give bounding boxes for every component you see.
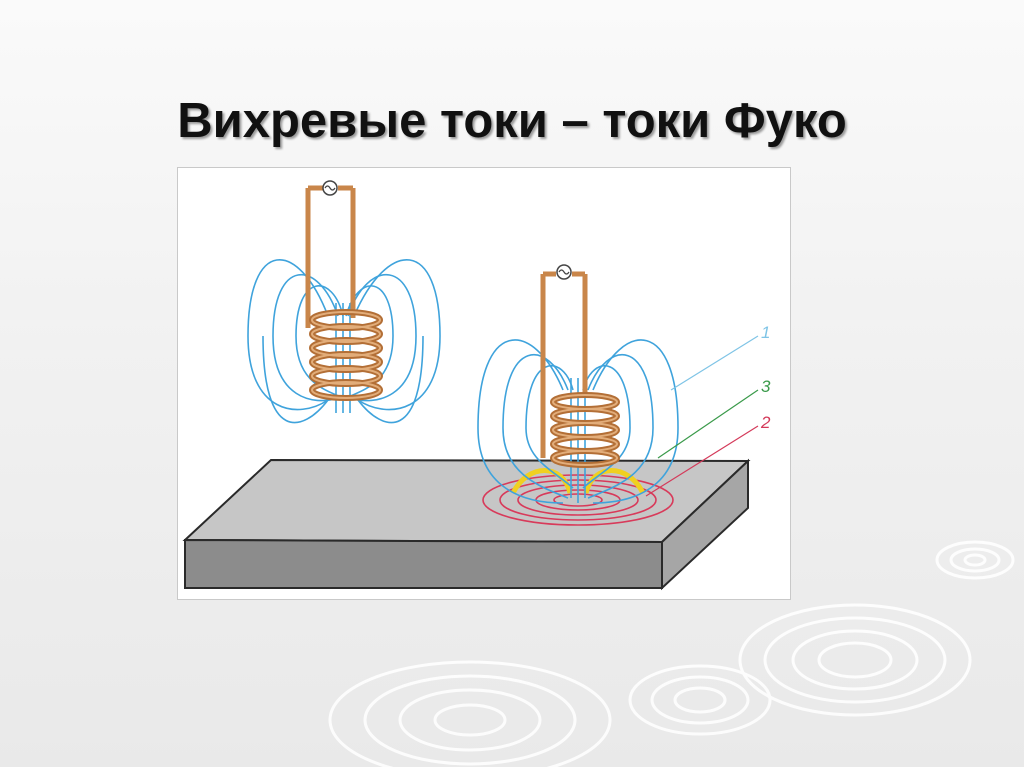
- label-2: 2: [760, 413, 771, 432]
- eddy-current-diagram: 1 3 2: [177, 167, 791, 600]
- metal-plate: [182, 458, 751, 591]
- coil-left: [247, 180, 441, 424]
- label-leader-lines: [645, 335, 759, 497]
- heating-zone: [510, 468, 646, 495]
- slide-title: Вихревые токи – токи Фуко: [177, 93, 847, 148]
- coil-right: [477, 264, 679, 526]
- label-3: 3: [761, 377, 771, 396]
- label-1: 1: [761, 323, 770, 342]
